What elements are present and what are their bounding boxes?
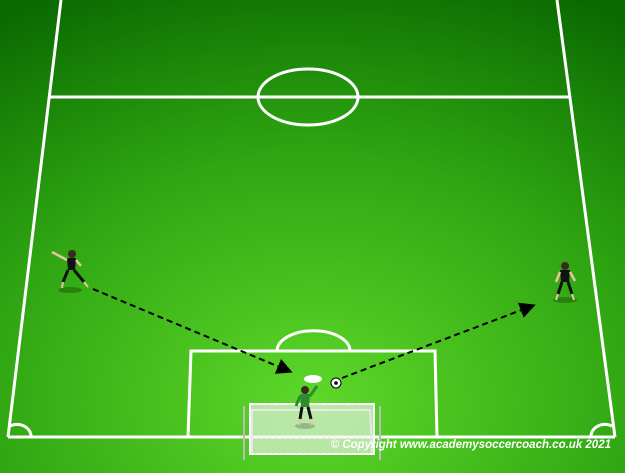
left-player [51, 250, 89, 293]
goalkeeper [294, 385, 319, 429]
left-touchline [6, 0, 63, 438]
right-player [553, 262, 577, 303]
cone-marker [304, 375, 322, 383]
ball [330, 377, 342, 389]
top-circle [256, 67, 360, 127]
corner-arc-left [9, 422, 33, 438]
goal [243, 403, 381, 460]
arrow-to-goalkeeper [92, 288, 293, 374]
corner-arc-right [589, 422, 613, 438]
arrow-to-right-player [341, 302, 536, 379]
penalty-area [186, 349, 439, 438]
copyright-text: © Copyright www.academysoccercoach.co.uk… [330, 439, 611, 451]
right-touchline [555, 0, 617, 438]
penalty-arc [275, 329, 352, 352]
pass-arrows [92, 288, 536, 379]
